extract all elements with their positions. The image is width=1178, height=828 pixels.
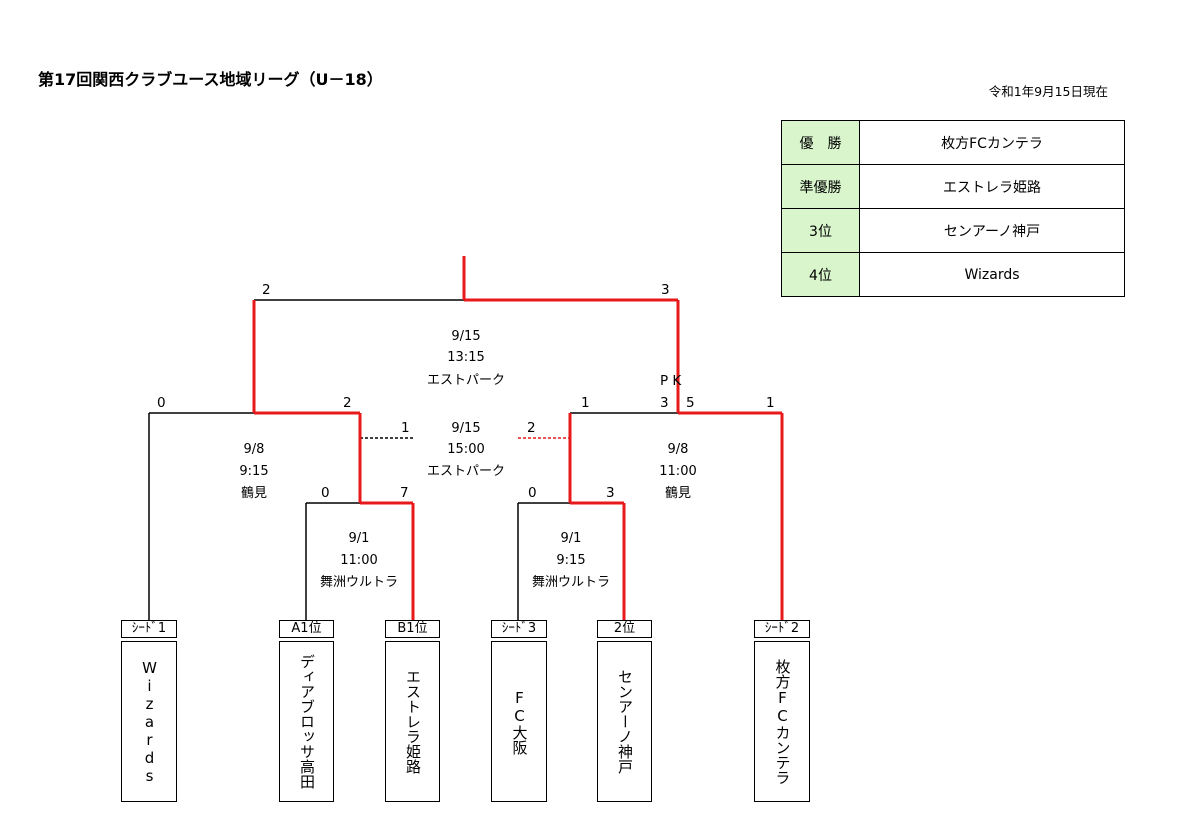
team-box: Wizards (121, 641, 177, 802)
sf-right-date: 9/8 (668, 442, 689, 457)
seed-slot: ｼｰﾄﾞ2 (754, 620, 810, 638)
team-name: ディアブロッサ高田 (298, 654, 316, 789)
sf-right-pk-score: 5 (686, 395, 695, 411)
r1-right-score-b: 3 (606, 485, 615, 501)
sf-right-score-c: 1 (766, 395, 775, 411)
final-venue: エストパーク (427, 373, 505, 388)
third-date: 9/15 (451, 421, 480, 436)
team-box: 枚方FCカンテラ (754, 641, 810, 802)
final-time: 13:15 (447, 350, 484, 365)
r1-left-score-a: 0 (321, 485, 330, 501)
results-row: 3位 センアーノ神戸 (781, 208, 1125, 253)
rank-label: 優 勝 (781, 120, 860, 165)
sf-left-date: 9/8 (244, 442, 265, 457)
third-time: 15:00 (447, 442, 484, 457)
r1-right-time: 9:15 (556, 553, 585, 568)
r1-left-time: 11:00 (340, 553, 377, 568)
sf-right-venue: 鶴見 (665, 485, 691, 501)
results-table: 優 勝 枚方FCカンテラ 準優勝 エストレラ姫路 3位 センアーノ神戸 4位 W… (781, 120, 1125, 297)
seed-slot: B1位 (385, 620, 440, 638)
r1-right-venue: 舞洲ウルトラ (532, 575, 610, 590)
third-score-b: 2 (527, 420, 536, 436)
team-name: センアーノ神戸 (616, 669, 634, 774)
sf-right-score-a: 1 (581, 395, 590, 411)
rank-team: エストレラ姫路 (859, 164, 1125, 209)
page-title: 第17回関西クラブユース地域リーグ（U－18） (38, 70, 383, 89)
as-of-date: 令和1年9月15日現在 (988, 84, 1108, 99)
bracket-lines (148, 299, 678, 620)
r1-left-score-b: 7 (400, 485, 409, 501)
seed-slot: A1位 (279, 620, 334, 638)
third-score-a: 1 (401, 420, 410, 436)
r1-left-venue: 舞洲ウルトラ (320, 575, 398, 590)
third-venue: エストパーク (427, 464, 505, 479)
final-date: 9/15 (451, 329, 480, 344)
r1-right-score-a: 0 (528, 485, 537, 501)
results-row: 4位 Wizards (781, 252, 1125, 297)
team-box: ディアブロッサ高田 (279, 641, 334, 802)
sf-left-venue: 鶴見 (241, 485, 267, 501)
rank-team: センアーノ神戸 (859, 208, 1125, 253)
sf-left-score-b: 2 (343, 395, 352, 411)
seed-slot: ｼｰﾄﾞ3 (491, 620, 547, 638)
r1-left-date: 9/1 (349, 531, 370, 546)
team-box: エストレラ姫路 (385, 641, 440, 802)
sf-right-time: 11:00 (659, 464, 696, 479)
rank-team: Wizards (859, 252, 1125, 297)
rank-team: 枚方FCカンテラ (859, 120, 1125, 165)
results-row: 優 勝 枚方FCカンテラ (781, 120, 1125, 165)
sf-left-time: 9:15 (239, 464, 268, 479)
winner-path (252, 256, 784, 620)
rank-label: 4位 (781, 252, 860, 297)
team-name: Wizards (140, 658, 159, 785)
team-name: エストレラ姫路 (404, 669, 422, 774)
final-score-b: 3 (661, 282, 670, 298)
team-box: FC大阪 (491, 641, 547, 802)
team-name: 枚方FCカンテラ (773, 658, 792, 785)
seed-slot: ｼｰﾄﾞ1 (121, 620, 177, 638)
seed-slot: 2位 (597, 620, 652, 638)
team-name: FC大阪 (510, 688, 529, 755)
rank-label: 3位 (781, 208, 860, 253)
final-score-a: 2 (262, 282, 271, 298)
sf-right-pk-label: P K (660, 373, 682, 389)
sf-right-score-b: 3 (660, 395, 669, 411)
team-box: センアーノ神戸 (597, 641, 652, 802)
results-row: 準優勝 エストレラ姫路 (781, 164, 1125, 209)
r1-right-date: 9/1 (561, 531, 582, 546)
sf-left-score-a: 0 (157, 395, 166, 411)
